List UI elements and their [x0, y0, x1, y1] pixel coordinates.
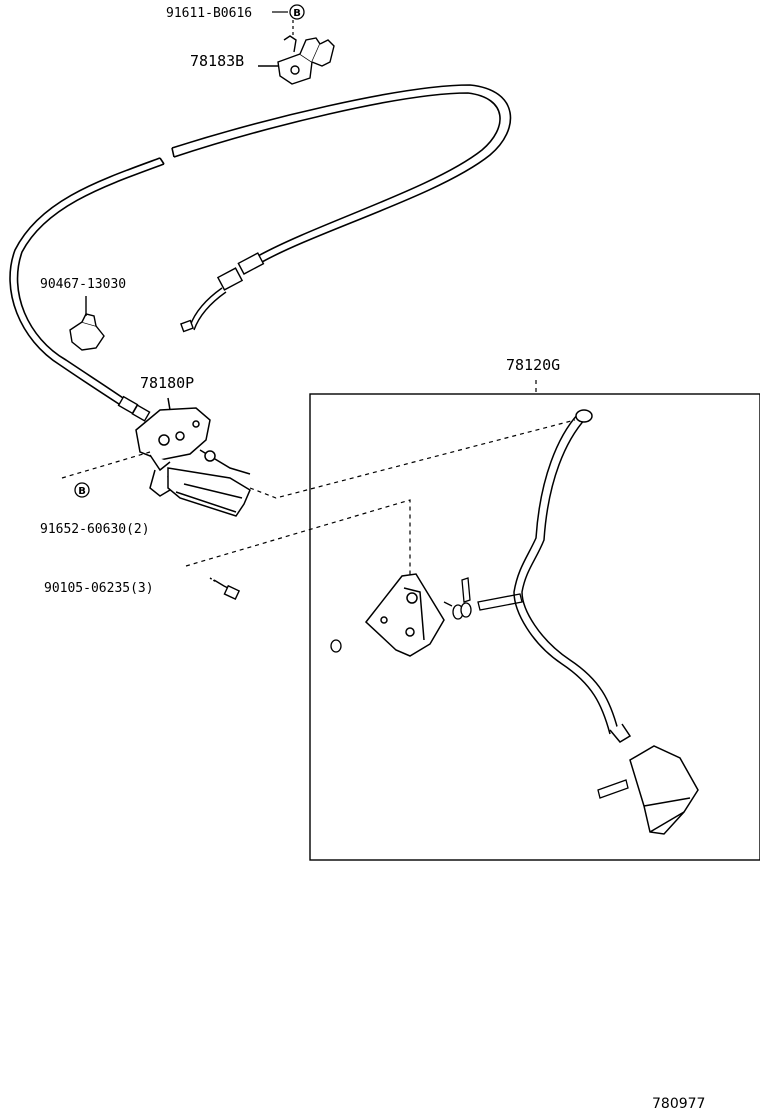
- label-ref-no: 780977: [652, 1096, 705, 1112]
- label-bolt-top: 91611-B0616: [166, 6, 252, 21]
- cable-end-fitting: [180, 252, 265, 333]
- bushing: [477, 593, 523, 611]
- pin-90105: [209, 577, 241, 600]
- b-marker-top: B: [289, 4, 305, 20]
- pedal-pad: [629, 745, 699, 835]
- label-clamp: 78183B: [190, 52, 244, 70]
- pedal-lever: [513, 409, 632, 743]
- dashed-leaders: [61, 380, 576, 590]
- label-pedal-bracket: 78180P: [140, 374, 194, 392]
- svg-text:B: B: [293, 8, 301, 19]
- pad-pin: [597, 779, 629, 799]
- clip-90467: [69, 296, 105, 351]
- accelerator-cable: [9, 84, 512, 407]
- pedal-mount-plate: [364, 573, 445, 657]
- pivot-pin: [461, 577, 471, 603]
- label-clip: 90467-13030: [40, 277, 126, 292]
- clamp-78183b: [258, 35, 335, 85]
- spring: [443, 601, 472, 620]
- nut: [330, 639, 342, 653]
- label-pedal-assy: 78120G: [506, 356, 560, 374]
- pedal-bracket-78180p: [135, 397, 251, 517]
- b-marker-lower: B: [74, 482, 90, 498]
- label-pin: 90105-06235(3): [44, 581, 154, 596]
- svg-text:B: B: [78, 486, 86, 497]
- label-bolt-lower: 91652-60630(2): [40, 522, 150, 537]
- cable-end-lower: [117, 395, 151, 422]
- assembly-box-78120g: [309, 393, 760, 861]
